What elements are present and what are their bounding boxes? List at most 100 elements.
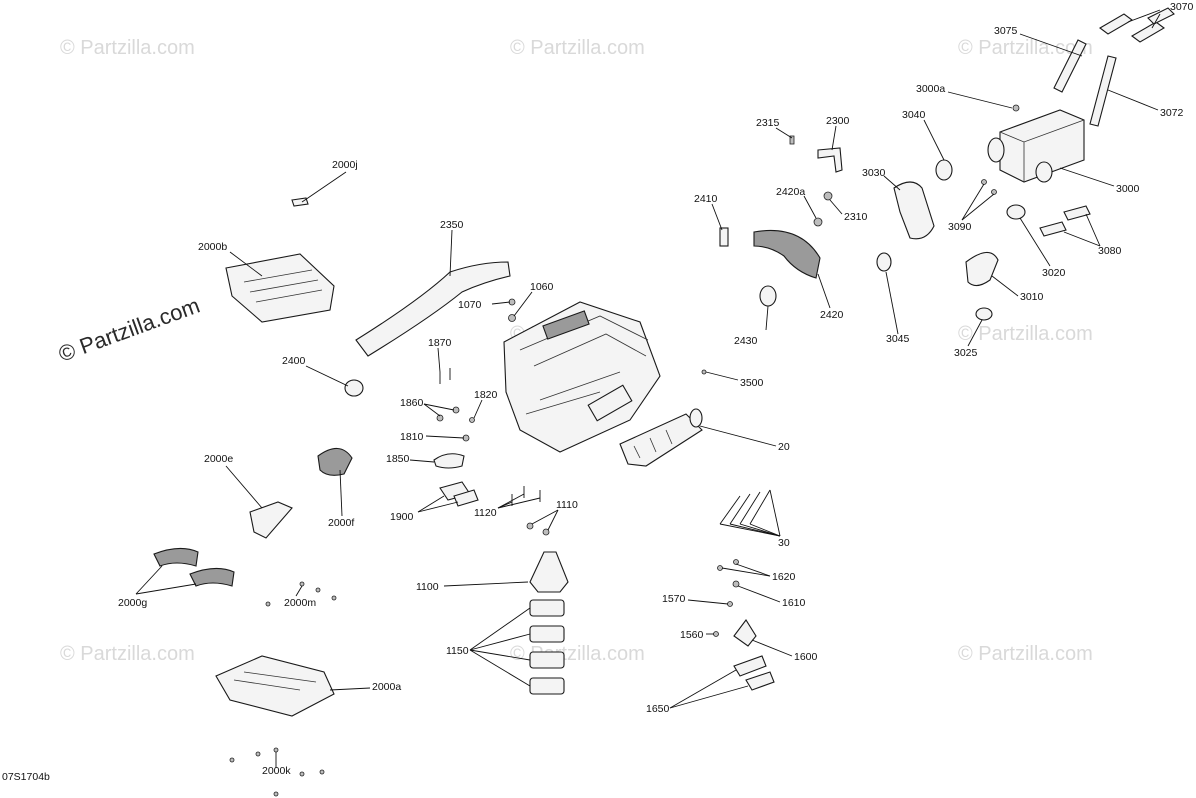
callout-2420[interactable]: 2420 — [820, 309, 844, 321]
callout-30[interactable]: 30 — [778, 537, 790, 549]
callout-3072[interactable]: 3072 — [1160, 107, 1184, 119]
callout-1820[interactable]: 1820 — [474, 389, 498, 401]
callout-1100[interactable]: 1100 — [416, 581, 439, 593]
hose-2000g[interactable] — [153, 547, 199, 567]
callout-2400[interactable]: 2400 — [282, 355, 306, 367]
callout-3045[interactable]: 3045 — [886, 333, 910, 345]
callout-1810[interactable]: 1810 — [400, 431, 424, 443]
hose-2000g[interactable] — [189, 567, 235, 587]
bracket-3070-c[interactable] — [1147, 7, 1175, 25]
callout-1120[interactable]: 1120 — [474, 507, 497, 519]
washer-1610[interactable] — [732, 580, 740, 588]
callout-20[interactable]: 20 — [778, 441, 790, 453]
tube-2350[interactable] — [355, 261, 511, 357]
bolt-3090[interactable] — [991, 189, 997, 195]
callout-1560[interactable]: 1560 — [680, 629, 704, 641]
part-2000j[interactable] — [291, 197, 309, 207]
callout-2000b[interactable]: 2000b — [198, 241, 227, 253]
callout-3025[interactable]: 3025 — [954, 347, 978, 359]
callout-2000g[interactable]: 2000g — [118, 597, 147, 609]
callout-2000e[interactable]: 2000e — [204, 453, 233, 465]
part-2420a[interactable] — [813, 217, 823, 227]
callout-3000a[interactable]: 3000a — [916, 83, 945, 95]
callout-3075[interactable]: 3075 — [994, 25, 1018, 37]
mount-1600[interactable] — [733, 619, 757, 647]
washer-1060[interactable] — [508, 314, 516, 322]
callout-2410[interactable]: 2410 — [694, 193, 718, 205]
washer-1110[interactable] — [542, 528, 550, 536]
clamp-3045[interactable] — [876, 252, 892, 272]
callout-1060[interactable]: 1060 — [530, 281, 554, 293]
hose-2420[interactable] — [753, 229, 821, 279]
bolt-2000k[interactable] — [299, 771, 305, 777]
callout-2000f[interactable]: 2000f — [328, 517, 354, 529]
pad-3080[interactable] — [1039, 221, 1067, 237]
bracket-3070-b[interactable] — [1131, 21, 1165, 43]
strap-3075[interactable] — [1053, 39, 1087, 93]
cover-2000b[interactable] — [225, 253, 335, 323]
part-2000f[interactable] — [317, 447, 353, 476]
part-1850[interactable] — [433, 453, 465, 469]
callout-2420a[interactable]: 2420a — [776, 186, 805, 198]
bolt-2000m[interactable] — [331, 595, 337, 601]
part-2000e[interactable] — [249, 501, 293, 539]
callout-2300[interactable]: 2300 — [826, 115, 850, 127]
clamp-3025[interactable] — [975, 307, 993, 321]
bracket-3070-a[interactable] — [1099, 13, 1133, 35]
callout-3000[interactable]: 3000 — [1116, 183, 1140, 195]
callout-2310[interactable]: 2310 — [844, 211, 868, 223]
callout-1870[interactable]: 1870 — [428, 337, 452, 349]
callout-1570[interactable]: 1570 — [662, 593, 686, 605]
callout-2430[interactable]: 2430 — [734, 335, 758, 347]
bolt-1620[interactable] — [733, 559, 739, 565]
callout-1110[interactable]: 1110 — [556, 499, 578, 511]
clamp-2400[interactable] — [344, 379, 364, 397]
part-2300[interactable] — [817, 147, 843, 173]
bolt-2000k[interactable] — [273, 791, 279, 797]
strap-3072[interactable] — [1089, 55, 1117, 127]
hose-3030[interactable] — [893, 181, 935, 240]
bolt-2000m[interactable] — [299, 581, 305, 587]
bolt-3090[interactable] — [981, 179, 987, 185]
bolt-2000m[interactable] — [265, 601, 271, 607]
bolt-set-30[interactable] — [719, 489, 771, 525]
part-1560[interactable] — [713, 631, 719, 637]
pad-3080[interactable] — [1063, 205, 1091, 221]
bolt-2000k[interactable] — [319, 769, 325, 775]
callout-2315[interactable]: 2315 — [756, 117, 780, 129]
callout-2000m[interactable]: 2000m — [284, 597, 316, 609]
callout-3090[interactable]: 3090 — [948, 221, 972, 233]
callout-1860[interactable]: 1860 — [400, 397, 424, 409]
part-2315[interactable] — [789, 135, 795, 145]
callout-3500[interactable]: 3500 — [740, 377, 764, 389]
part-2310[interactable] — [823, 191, 833, 201]
callout-1610[interactable]: 1610 — [782, 597, 806, 609]
callout-1150[interactable]: 1150 — [446, 645, 469, 657]
part-1820[interactable] — [469, 417, 475, 423]
bolt-2000k[interactable] — [229, 757, 235, 763]
washer-1110[interactable] — [526, 522, 534, 530]
callout-2000j[interactable]: 2000j — [332, 159, 358, 171]
clamp-3040[interactable] — [935, 159, 953, 181]
callout-1070[interactable]: 1070 — [458, 299, 482, 311]
hose-3010[interactable] — [965, 251, 999, 287]
callout-2000a[interactable]: 2000a — [372, 681, 401, 693]
manifold-20[interactable] — [619, 408, 703, 467]
callout-1900[interactable]: 1900 — [390, 511, 414, 523]
part-1570[interactable] — [727, 601, 733, 607]
callout-2350[interactable]: 2350 — [440, 219, 464, 231]
part-1860[interactable] — [436, 414, 444, 422]
callout-3020[interactable]: 3020 — [1042, 267, 1066, 279]
callout-1850[interactable]: 1850 — [386, 453, 410, 465]
oil-pan-2000a[interactable] — [215, 655, 335, 717]
callout-3080[interactable]: 3080 — [1098, 245, 1122, 257]
callout-1620[interactable]: 1620 — [772, 571, 796, 583]
engine-assembly[interactable] — [503, 301, 661, 453]
bracket-1650[interactable] — [733, 655, 767, 677]
callout-1600[interactable]: 1600 — [794, 651, 818, 663]
bolt-1620[interactable] — [717, 565, 723, 571]
callout-3040[interactable]: 3040 — [902, 109, 926, 121]
mount-1100[interactable] — [529, 551, 569, 593]
part-2410[interactable] — [719, 227, 729, 247]
callout-3070[interactable]: 3070 — [1170, 1, 1194, 13]
